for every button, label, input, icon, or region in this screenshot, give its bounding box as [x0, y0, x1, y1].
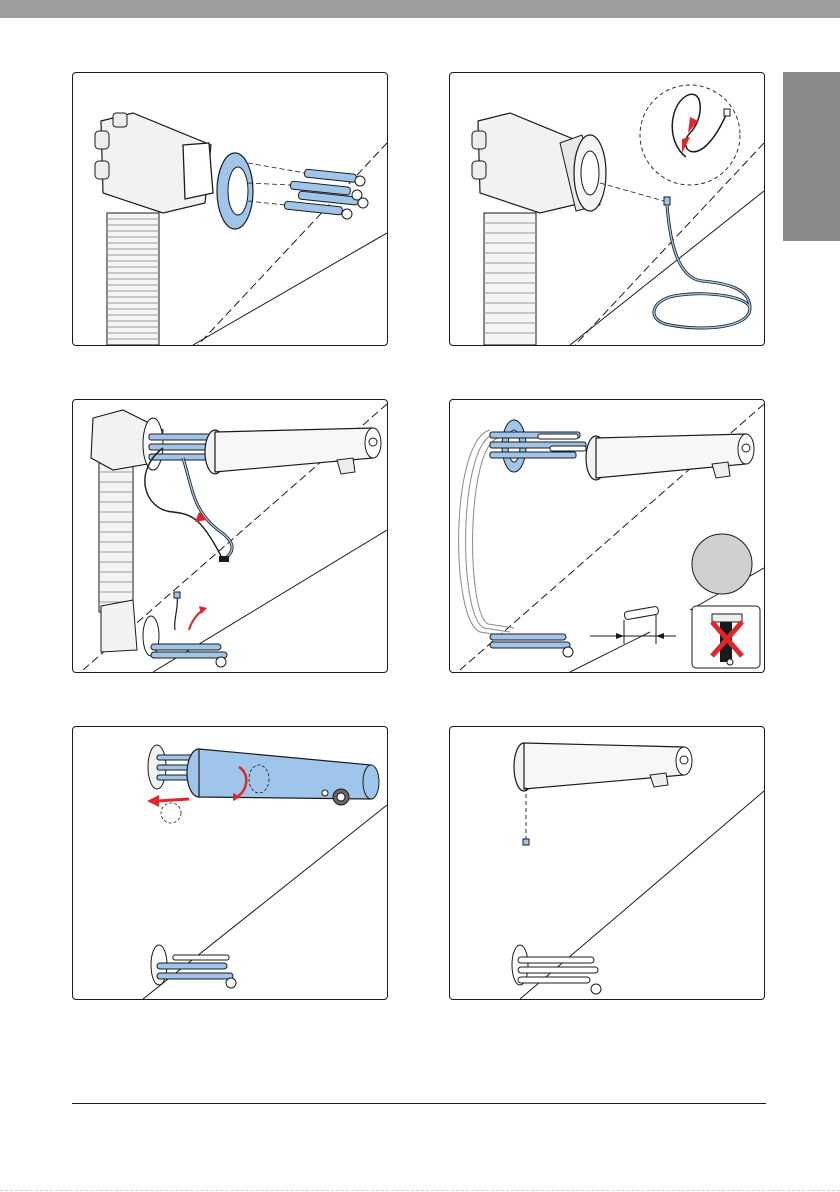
- header-bar: [0, 0, 840, 18]
- sensor-cable-insertion-illustration: [450, 73, 764, 345]
- step-panel-5: [72, 726, 388, 1000]
- step-panel-4: [449, 399, 765, 673]
- crop-line: [0, 1190, 840, 1191]
- final-assembly-illustration: [450, 727, 764, 999]
- step-panel-1: [72, 72, 388, 346]
- cut-screw-length-illustration: [450, 400, 764, 672]
- step-panel-3: [72, 399, 388, 673]
- footer-rule: [72, 1103, 766, 1104]
- section-tab: [783, 72, 840, 241]
- rotate-spout-fit-illustration: [73, 727, 387, 999]
- step-panel-6: [449, 726, 765, 1000]
- mounting-ring-screws-illustration: [73, 73, 387, 345]
- step-panel-2: [449, 72, 765, 346]
- spout-cable-routing-illustration: [73, 400, 387, 672]
